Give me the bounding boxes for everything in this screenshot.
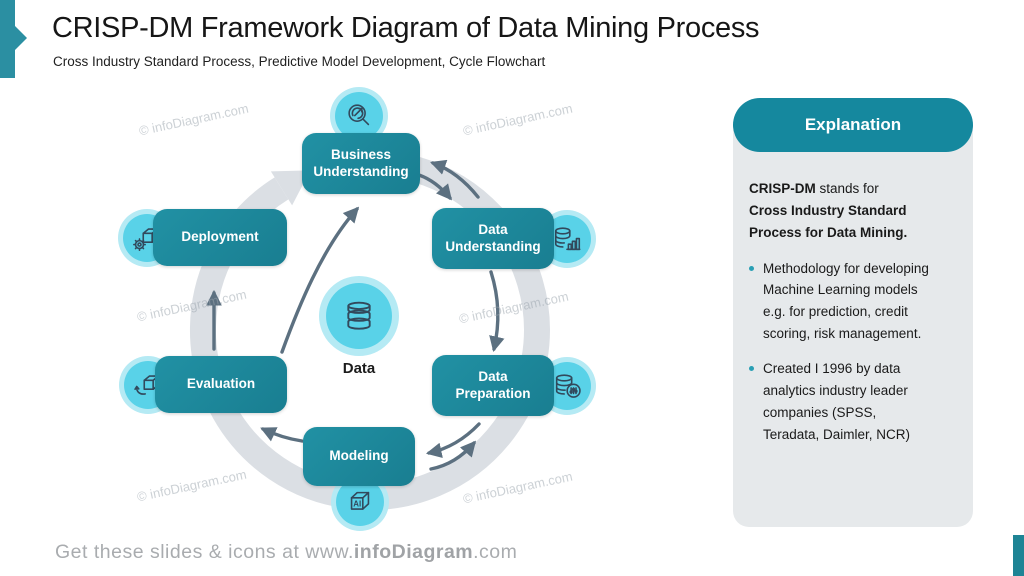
- intro-expansion: Cross Industry Standard Process for Data…: [749, 202, 908, 240]
- database-icon: [326, 283, 392, 349]
- magnifier-trend-icon: [335, 92, 383, 140]
- node-label: Evaluation: [186, 376, 256, 392]
- corner-ribbon-icon: [0, 0, 27, 78]
- watermark: © infoDiagram.com: [137, 100, 250, 139]
- node-business-understanding: Business Understanding: [302, 133, 420, 194]
- footer-credit: Get these slides & icons at www.infoDiag…: [55, 541, 517, 564]
- footer-prefix: Get these slides & icons at www.: [55, 541, 354, 563]
- page-title: CRISP-DM Framework Diagram of Data Minin…: [52, 12, 760, 44]
- node-label: Data Understanding: [445, 221, 541, 254]
- explanation-header: Explanation: [733, 98, 973, 152]
- intro-text: stands for: [815, 181, 879, 196]
- node-label: Modeling: [329, 448, 389, 464]
- node-data-preparation: Data Preparation: [432, 355, 554, 416]
- bullet-text: Methodology for developing Machine Learn…: [763, 260, 929, 342]
- explanation-panel: [733, 112, 973, 527]
- explanation-content: CRISP-DM stands for Cross Industry Stand…: [733, 178, 973, 445]
- intro-acronym: CRISP-DM: [749, 181, 816, 196]
- explanation-bullet: Methodology for developing Machine Learn…: [749, 258, 931, 345]
- node-data-understanding: Data Understanding: [432, 208, 554, 269]
- arrow-modeling-to-dp-icon: [429, 440, 477, 471]
- arrow-modeling-to-evaluation-icon: [260, 427, 304, 443]
- footer-suffix: .com: [473, 541, 518, 563]
- explanation-bullet: Created I 1996 by data analytics industr…: [749, 358, 931, 445]
- node-label: Data Preparation: [455, 368, 531, 401]
- watermark: © infoDiagram.com: [135, 466, 248, 505]
- arrow-dp-to-modeling-icon: [425, 422, 481, 459]
- node-label: Business Understanding: [313, 146, 409, 179]
- bottom-right-accent-bar: [1013, 535, 1024, 576]
- page-subtitle: Cross Industry Standard Process, Predict…: [53, 54, 546, 69]
- explanation-intro: CRISP-DM stands for Cross Industry Stand…: [749, 178, 931, 244]
- bullet-dot-icon: [749, 265, 754, 271]
- node-evaluation: Evaluation: [155, 356, 287, 413]
- node-deployment: Deployment: [153, 209, 287, 266]
- watermark: © infoDiagram.com: [461, 100, 574, 139]
- watermark: © infoDiagram.com: [457, 288, 570, 327]
- svg-text:AI: AI: [353, 499, 361, 508]
- bullet-text: Created I 1996 by data analytics industr…: [763, 361, 911, 442]
- node-modeling: Modeling: [303, 427, 415, 486]
- footer-brand: infoDiagram: [353, 541, 474, 563]
- data-hub-circle: [319, 276, 399, 356]
- arrow-du-to-bu-icon: [430, 159, 480, 199]
- arrow-bu-to-du-icon: [417, 173, 452, 201]
- bullet-dot-icon: [749, 366, 754, 372]
- data-hub-label: Data: [342, 360, 376, 377]
- watermark: © infoDiagram.com: [135, 286, 248, 325]
- watermark: © infoDiagram.com: [461, 468, 574, 507]
- node-label: Deployment: [181, 229, 259, 245]
- explanation-bullet-list: Methodology for developing Machine Learn…: [749, 258, 931, 446]
